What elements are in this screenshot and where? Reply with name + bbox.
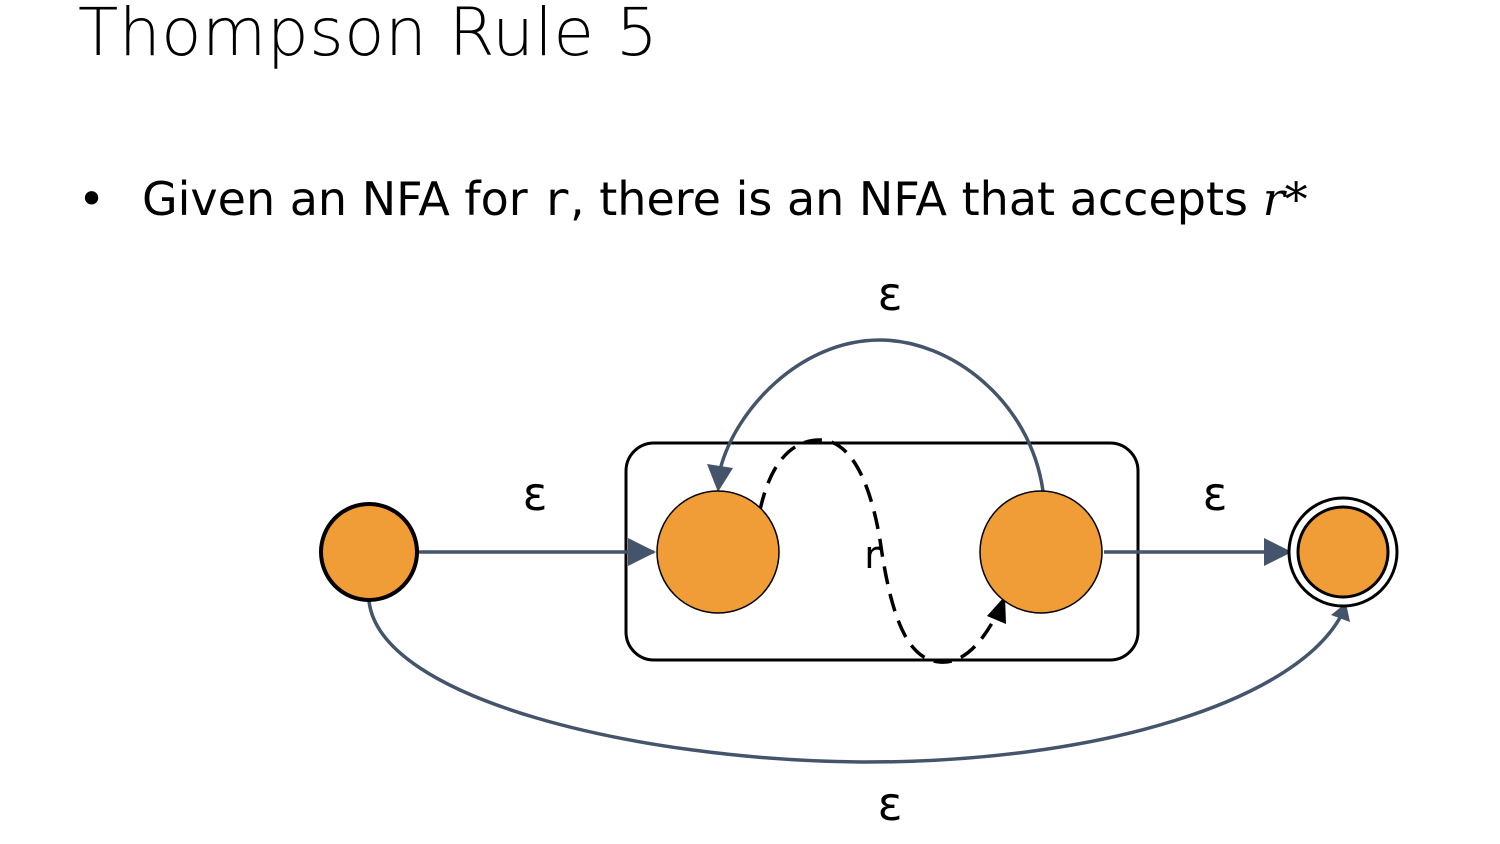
edge-eps-loop-back [718,338,1045,492]
label-eps-bottom: ε [878,777,903,831]
state-outer-start [319,502,419,602]
state-inner-accept [979,490,1103,614]
bullet-item: • Given an NFA for r, there is an NFA tha… [78,172,1308,226]
arrowhead-icon [987,596,1006,624]
bullet-marker: • [78,172,106,226]
label-eps-top: ε [878,267,903,321]
label-inner-r: r [864,533,880,577]
state-inner-start [656,490,780,614]
arrowhead-icon [1264,538,1292,566]
arrowhead-icon [628,538,656,566]
label-eps-left: ε [523,467,548,521]
slide-title: Thompson Rule 5 [78,0,659,71]
edge-eps-skip [367,600,1345,764]
arrowhead-icon [707,464,733,492]
bullet-text-before: Given an NFA for [142,172,543,226]
state-outer-accept [1296,505,1390,599]
bullet-code-var: r [542,172,571,226]
arrowhead-icon [1331,603,1350,622]
label-eps-right: ε [1203,467,1228,521]
bullet-math-expr: r* [1262,172,1308,226]
edge-r-dashed [758,438,1004,664]
bullet-text-middle: , there is an NFA that accepts [570,172,1263,226]
